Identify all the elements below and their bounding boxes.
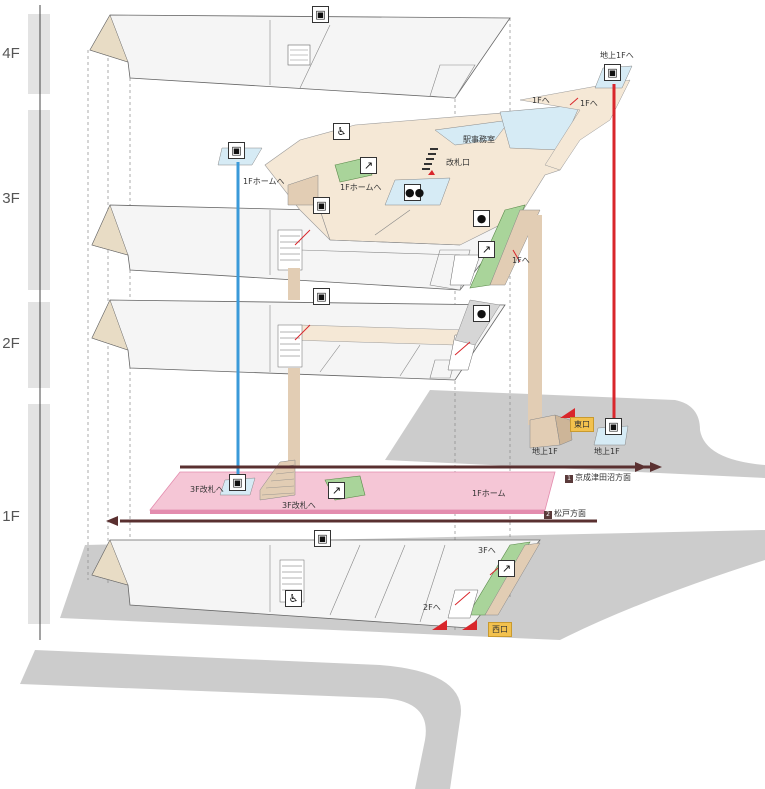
- label-to-1f-c: 1Fへ: [512, 256, 530, 265]
- elevator-icon: ▣: [314, 530, 331, 547]
- label-platform-1f: 1Fホーム: [472, 489, 506, 498]
- track2-dir-text: 松戸方面: [554, 509, 586, 518]
- elevator-icon: ▣: [604, 64, 621, 81]
- elevator-icon: ▣: [605, 418, 622, 435]
- elevator-icon: ▣: [313, 288, 330, 305]
- escalator-icon: ↗: [478, 241, 495, 258]
- label-to-3f-gate-a: 3F改札へ: [190, 485, 224, 494]
- floor-label-2f: 2F: [2, 335, 20, 352]
- label-to-3f-gate-b: 3F改札へ: [282, 501, 316, 510]
- label-to-1f-a: 1Fへ: [532, 96, 550, 105]
- wheelchair-icon: ♿: [333, 123, 350, 140]
- label-ticket-gate: 改札口: [446, 158, 470, 167]
- east-exit-badge: 東口: [570, 417, 594, 432]
- floor-label-4f: 4F: [2, 45, 20, 62]
- label-above-ground-1f-to: 地上1Fへ: [600, 51, 634, 60]
- shaft-west: [288, 268, 300, 300]
- wheelchair-icon: ♿: [285, 590, 302, 607]
- escalator-icon: ↗: [498, 560, 515, 577]
- shaft-east: [528, 215, 542, 425]
- floor-bar-3f: [28, 110, 50, 290]
- floor-label-3f: 3F: [2, 190, 20, 207]
- label-to-1f-home-b: 1Fホームへ: [340, 183, 382, 192]
- label-above-ground-1f-a: 地上1F: [532, 447, 558, 456]
- person-icon: ●: [473, 210, 490, 227]
- label-to-1f-b: 1Fへ: [580, 99, 598, 108]
- label-to-2f: 2Fへ: [423, 603, 441, 612]
- label-above-ground-1f-b: 地上1F: [594, 447, 620, 456]
- ground-east: [385, 390, 765, 478]
- road-lower: [20, 650, 461, 789]
- label-to-3f: 3Fへ: [478, 546, 496, 555]
- track1-dir-text: 京成津田沼方面: [575, 473, 631, 482]
- west-exit-badge: 西口: [488, 622, 512, 637]
- elevator-icon: ▣: [229, 474, 246, 491]
- floor-bar-4f: [28, 14, 50, 94]
- floor-bar-2f: [28, 302, 50, 388]
- label-to-1f-home-a: 1Fホームへ: [243, 177, 285, 186]
- elevator-icon: ▣: [228, 142, 245, 159]
- station-office-3f: [434, 119, 511, 146]
- person-icon: ●: [473, 305, 490, 322]
- floor-label-1f: 1F: [2, 508, 20, 525]
- label-station-office: 駅事務室: [463, 135, 495, 144]
- restroom-icon: ●●: [404, 184, 425, 201]
- escalator-icon: ↗: [328, 482, 345, 499]
- ticket-gates: [422, 148, 438, 170]
- exit-east-box: [529, 414, 561, 449]
- red-markers: [428, 170, 575, 630]
- elevator-icon: ▣: [312, 6, 329, 23]
- escalator-icon: ↗: [360, 157, 377, 174]
- floor-bar-1f: [28, 404, 50, 624]
- track1-number: 1: [565, 475, 573, 483]
- elevator-icon: ▣: [313, 197, 330, 214]
- track2-number: 2: [544, 511, 552, 519]
